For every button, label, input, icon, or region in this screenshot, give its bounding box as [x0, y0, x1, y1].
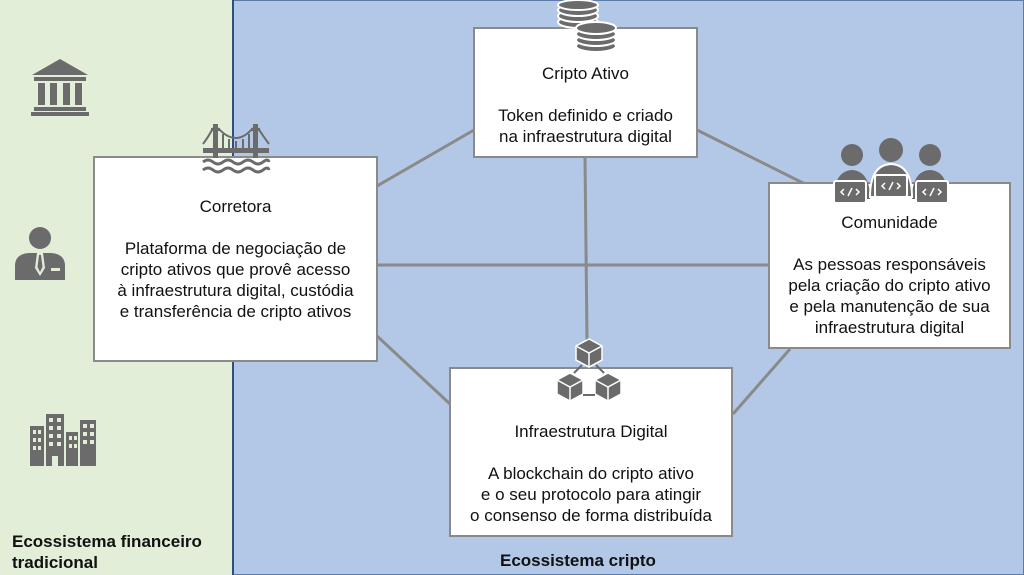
connector-crypto-asset-infrastructure — [583, 157, 589, 341]
node-broker: Corretora Plataforma de negociação de cr… — [93, 156, 378, 362]
developers-group-icon — [833, 138, 949, 204]
connector-crypto-asset-community — [696, 128, 806, 186]
blockchain-blocks-icon — [556, 338, 622, 402]
node-crypto-asset-description: Token definido e criado na infraestrutur… — [498, 106, 673, 146]
traditional-ecosystem-label: Ecossistema financeiro tradicional — [12, 532, 202, 572]
connector-community-infrastructure — [731, 348, 792, 415]
node-broker-description: Plataforma de negociação de cripto ativo… — [117, 239, 354, 321]
node-community-description: As pessoas responsáveis pela criação do … — [788, 255, 991, 337]
businessman-icon — [15, 227, 65, 280]
node-broker-title: Corretora — [199, 197, 272, 216]
connector-broker-infrastructure — [375, 334, 452, 406]
node-community-title: Comunidade — [841, 213, 938, 232]
bridge-icon — [202, 124, 271, 174]
connector-broker-crypto-asset — [376, 128, 475, 188]
city-buildings-icon — [30, 414, 96, 466]
node-community: Comunidade As pessoas responsáveis pela … — [768, 182, 1011, 349]
crypto-ecosystem-label: Ecossistema cripto — [500, 551, 656, 570]
bank-icon — [31, 59, 89, 116]
coins-icon — [557, 0, 617, 53]
node-infrastructure-title: Infraestrutura Digital — [514, 422, 668, 441]
node-crypto-asset-title: Cripto Ativo — [542, 64, 629, 83]
node-infrastructure-description: A blockchain do cripto ativo e o seu pro… — [470, 464, 712, 525]
